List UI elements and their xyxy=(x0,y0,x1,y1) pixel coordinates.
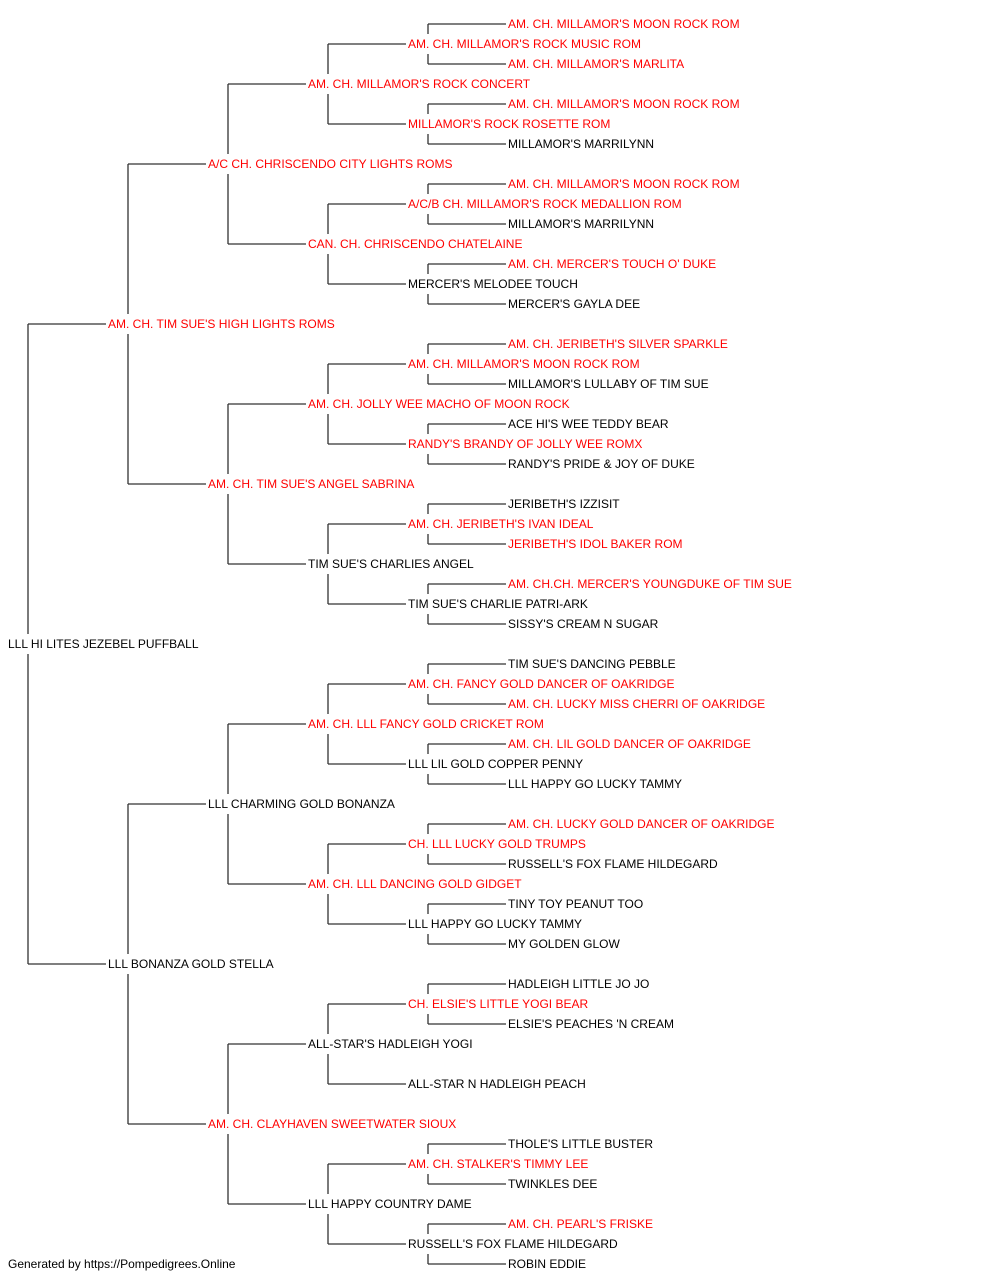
generated-by-footer: Generated by https://Pompedigrees.Online xyxy=(8,1257,236,1271)
dog-name-gen5: MILLAMOR'S MARRILYNN xyxy=(508,217,654,231)
dog-name-gen4: RANDY'S BRANDY OF JOLLY WEE ROMX xyxy=(408,437,642,451)
dog-name-gen5: MY GOLDEN GLOW xyxy=(508,937,620,951)
dog-name-gen5: SISSY'S CREAM N SUGAR xyxy=(508,617,659,631)
dog-name-gen5: RANDY'S PRIDE & JOY OF DUKE xyxy=(508,457,695,471)
dog-name-gen4: TIM SUE'S CHARLIE PATRI-ARK xyxy=(408,597,588,611)
dog-name-gen5: MILLAMOR'S LULLABY OF TIM SUE xyxy=(508,377,709,391)
dog-name-gen5: ROBIN EDDIE xyxy=(508,1257,586,1271)
dog-name-gen3: AM. CH. JOLLY WEE MACHO OF MOON ROCK xyxy=(308,397,570,411)
dog-name-gen5: TWINKLES DEE xyxy=(508,1177,597,1191)
dog-name-gen4: MILLAMOR'S ROCK ROSETTE ROM xyxy=(408,117,610,131)
dog-name-gen3: LLL HAPPY COUNTRY DAME xyxy=(308,1197,472,1211)
dog-name-gen4: AM. CH. STALKER'S TIMMY LEE xyxy=(408,1157,588,1171)
dog-name-gen1: LLL BONANZA GOLD STELLA xyxy=(108,957,274,971)
pedigree-connector-lines xyxy=(27,23,506,1265)
dog-name-gen5: ACE HI'S WEE TEDDY BEAR xyxy=(508,417,669,431)
dog-name-gen5: AM. CH. MILLAMOR'S MOON ROCK ROM xyxy=(508,97,740,111)
dog-name-gen4: CH. LLL LUCKY GOLD TRUMPS xyxy=(408,837,586,851)
dog-name-gen5: ELSIE'S PEACHES 'N CREAM xyxy=(508,1017,674,1031)
dog-name-gen2: LLL CHARMING GOLD BONANZA xyxy=(208,797,395,811)
dog-name-gen5: TIM SUE'S DANCING PEBBLE xyxy=(508,657,676,671)
dog-name-gen3: ALL-STAR'S HADLEIGH YOGI xyxy=(308,1037,473,1051)
dog-name-gen4: RUSSELL'S FOX FLAME HILDEGARD xyxy=(408,1237,618,1251)
dog-name-gen5: AM. CH. MILLAMOR'S MOON ROCK ROM xyxy=(508,177,740,191)
dog-name-gen0: LLL HI LITES JEZEBEL PUFFBALL xyxy=(8,637,199,651)
dog-name-gen5: JERIBETH'S IDOL BAKER ROM xyxy=(508,537,683,551)
dog-name-gen5: AM. CH.CH. MERCER'S YOUNGDUKE OF TIM SUE xyxy=(508,577,792,591)
dog-name-gen4: MERCER'S MELODEE TOUCH xyxy=(408,277,578,291)
dog-name-gen4: ALL-STAR N HADLEIGH PEACH xyxy=(408,1077,586,1091)
dog-name-gen5: JERIBETH'S IZZISIT xyxy=(508,497,620,511)
dog-name-gen5: AM. CH. LUCKY GOLD DANCER OF OAKRIDGE xyxy=(508,817,775,831)
dog-name-gen4: LLL HAPPY GO LUCKY TAMMY xyxy=(408,917,582,931)
dog-name-gen4: AM. CH. JERIBETH'S IVAN IDEAL xyxy=(408,517,594,531)
dog-name-gen4: LLL LIL GOLD COPPER PENNY xyxy=(408,757,583,771)
dog-name-gen5: AM. CH. LUCKY MISS CHERRI OF OAKRIDGE xyxy=(508,697,765,711)
dog-name-gen4: AM. CH. MILLAMOR'S ROCK MUSIC ROM xyxy=(408,37,641,51)
dog-name-gen4: CH. ELSIE'S LITTLE YOGI BEAR xyxy=(408,997,588,1011)
dog-name-gen5: AM. CH. MERCER'S TOUCH O' DUKE xyxy=(508,257,716,271)
dog-name-gen5: TINY TOY PEANUT TOO xyxy=(508,897,643,911)
dog-name-gen2: AM. CH. TIM SUE'S ANGEL SABRINA xyxy=(208,477,414,491)
dog-name-gen5: AM. CH. MILLAMOR'S MOON ROCK ROM xyxy=(508,17,740,31)
dog-name-gen2: A/C CH. CHRISCENDO CITY LIGHTS ROMS xyxy=(208,157,452,171)
dog-name-gen3: AM. CH. MILLAMOR'S ROCK CONCERT xyxy=(308,77,531,91)
dog-name-gen3: AM. CH. LLL FANCY GOLD CRICKET ROM xyxy=(308,717,544,731)
dog-name-gen4: AM. CH. MILLAMOR'S MOON ROCK ROM xyxy=(408,357,640,371)
dog-name-gen5: MERCER'S GAYLA DEE xyxy=(508,297,640,311)
dog-name-gen1: AM. CH. TIM SUE'S HIGH LIGHTS ROMS xyxy=(108,317,335,331)
dog-name-gen3: TIM SUE'S CHARLIES ANGEL xyxy=(308,557,474,571)
dog-name-gen5: THOLE'S LITTLE BUSTER xyxy=(508,1137,653,1151)
dog-name-gen5: MILLAMOR'S MARRILYNN xyxy=(508,137,654,151)
dog-name-gen5: AM. CH. PEARL'S FRISKE xyxy=(508,1217,653,1231)
dog-name-gen3: AM. CH. LLL DANCING GOLD GIDGET xyxy=(308,877,522,891)
dog-name-gen5: AM. CH. LIL GOLD DANCER OF OAKRIDGE xyxy=(508,737,751,751)
pedigree-names: LLL HI LITES JEZEBEL PUFFBALL AM. CH. TIM… xyxy=(8,17,792,1271)
dog-name-gen5: AM. CH. JERIBETH'S SILVER SPARKLE xyxy=(508,337,728,351)
dog-name-gen2: AM. CH. CLAYHAVEN SWEETWATER SIOUX xyxy=(208,1117,456,1131)
dog-name-gen5: AM. CH. MILLAMOR'S MARLITA xyxy=(508,57,684,71)
dog-name-gen3: CAN. CH. CHRISCENDO CHATELAINE xyxy=(308,237,522,251)
dog-name-gen5: RUSSELL'S FOX FLAME HILDEGARD xyxy=(508,857,718,871)
dog-name-gen5: LLL HAPPY GO LUCKY TAMMY xyxy=(508,777,682,791)
dog-name-gen5: HADLEIGH LITTLE JO JO xyxy=(508,977,649,991)
dog-name-gen4: A/C/B CH. MILLAMOR'S ROCK MEDALLION ROM xyxy=(408,197,682,211)
dog-name-gen4: AM. CH. FANCY GOLD DANCER OF OAKRIDGE xyxy=(408,677,674,691)
